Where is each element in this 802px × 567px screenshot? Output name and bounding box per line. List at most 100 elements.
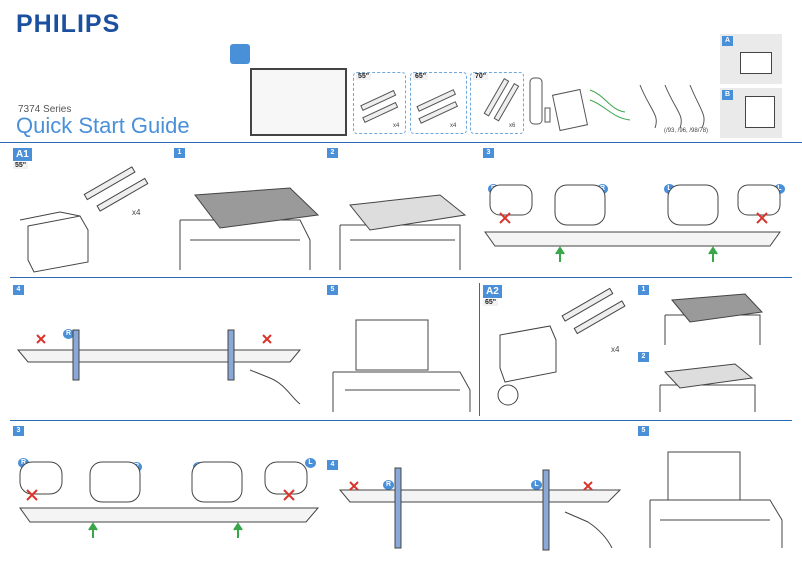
- marker-left-1: L: [664, 184, 675, 194]
- a1-foot-1: [83, 166, 136, 201]
- foot-55-a: [360, 89, 397, 111]
- step3-inset-3: [667, 184, 719, 226]
- a1-carton-lid: [19, 211, 81, 221]
- step-3-badge-row1: 3: [483, 148, 494, 158]
- section-a1-screw-count: x4: [132, 208, 141, 217]
- foot-65-b: [418, 101, 459, 124]
- row3-step3-tv-bottom: [19, 507, 320, 523]
- leaflet: [551, 88, 589, 132]
- row3-inset-4: [264, 461, 308, 495]
- marker-right-6: R: [383, 480, 394, 490]
- step3-tv-bottom: [484, 231, 781, 247]
- step-2-badge-row1: 2: [327, 148, 338, 158]
- marker-left-2: L: [774, 184, 785, 194]
- feet-box-70: [470, 72, 524, 134]
- row3-step5-table: [649, 499, 783, 548]
- power-cable-1: [639, 84, 657, 129]
- foot-70-b: [493, 82, 520, 122]
- section-a1-size: 55": [13, 162, 29, 169]
- marker-left-5: L: [531, 480, 542, 490]
- step-4-badge-row2: 4: [13, 285, 24, 295]
- step-1-badge-row1: 1: [174, 148, 185, 158]
- step3-inset-1: [489, 184, 533, 216]
- feet-size-55: 55": [356, 73, 372, 80]
- option-a-tv-on-stand: [740, 52, 772, 74]
- row3-foot-left: [394, 467, 402, 549]
- a2-size-magnifier: [497, 384, 519, 406]
- option-b-badge: B: [722, 90, 733, 100]
- cable-region-note: (/93, /96, /98/78): [664, 128, 709, 134]
- divider-row1: [10, 277, 792, 278]
- step4-hand-screwdriver: [249, 369, 301, 405]
- cross-mark-5: [26, 489, 38, 501]
- step-3-badge-row3: 3: [13, 426, 24, 436]
- row3-inset-3: [191, 461, 243, 503]
- section-a2-badge: A2: [483, 285, 502, 298]
- step1-table: [179, 219, 311, 270]
- check-arrow-3: [88, 522, 98, 538]
- divider-a2: [479, 283, 480, 416]
- foot-65-a: [416, 89, 457, 112]
- step1-foam-sheet: [194, 187, 320, 229]
- section-a1-badge: A1: [13, 148, 32, 161]
- cross-mark-6: [283, 489, 295, 501]
- step5-tv-upright: [355, 319, 429, 371]
- cross-mark-2: [756, 212, 768, 224]
- divider-top: [0, 142, 802, 143]
- row3-foot-right: [542, 469, 550, 551]
- step-5-badge-row3: 5: [638, 426, 649, 436]
- cross-mark-4: [262, 334, 272, 344]
- step-4-badge-row3: 4: [327, 460, 338, 470]
- row3-inset-2: [89, 461, 141, 503]
- a2-foot-2: [573, 300, 626, 335]
- row3-step5-tv-upright: [667, 451, 741, 501]
- divider-row2: [10, 420, 792, 421]
- batteries: [544, 107, 551, 123]
- step4-tv-bottom: [16, 349, 302, 363]
- section-a2-size: 65": [483, 299, 499, 306]
- page-title: Quick Start Guide: [16, 113, 190, 138]
- a1-foot-2: [96, 177, 149, 212]
- marker-left-4: L: [305, 458, 316, 468]
- step-5-badge-row2: 5: [327, 285, 338, 295]
- screw-count-65: x4: [450, 123, 457, 129]
- feet-size-70: 70": [473, 73, 489, 80]
- tv-panel-illustration: [250, 68, 347, 136]
- row3-step4-tv-bottom: [338, 489, 622, 503]
- check-arrow-1: [555, 246, 565, 262]
- row3-hand-screwdriver: [564, 511, 613, 549]
- cross-mark-3: [36, 334, 46, 344]
- marker-right-4: R: [18, 458, 29, 468]
- step4-foot-left: [72, 329, 80, 381]
- step2-tv-facedown: [349, 194, 467, 231]
- cross-mark-8: [583, 481, 593, 491]
- series-label: 7374 Series: [18, 104, 72, 115]
- foot-55-b: [362, 101, 399, 123]
- a2-carton: [499, 325, 557, 383]
- power-cable-3: [689, 84, 705, 129]
- a1-carton: [27, 215, 89, 273]
- box-icon: [230, 44, 250, 64]
- foot-70-a: [483, 77, 510, 117]
- a2-step2-table: [659, 384, 756, 412]
- brand-logo: PHILIPS: [16, 10, 121, 38]
- feet-size-65: 65": [413, 73, 429, 80]
- step-2-badge-a2: 2: [638, 352, 649, 362]
- step3-inset-4: [737, 184, 781, 216]
- remote-control: [529, 77, 543, 125]
- step5-table: [332, 371, 471, 412]
- step2-table: [339, 224, 461, 270]
- feet-box-65: [410, 72, 467, 134]
- screw-count-70: x6: [509, 123, 516, 129]
- option-a-badge: A: [722, 36, 733, 46]
- feet-box-55: [353, 72, 406, 134]
- a2-step1-table: [664, 314, 761, 345]
- row3-inset-1: [19, 461, 63, 495]
- check-arrow-2: [708, 246, 718, 262]
- a2-foot-1: [561, 287, 614, 322]
- screw-count-55: x4: [393, 123, 400, 129]
- option-b-tv-on-wall: [745, 96, 775, 128]
- power-cable-2: [664, 84, 682, 129]
- step4-foot-right: [227, 329, 235, 381]
